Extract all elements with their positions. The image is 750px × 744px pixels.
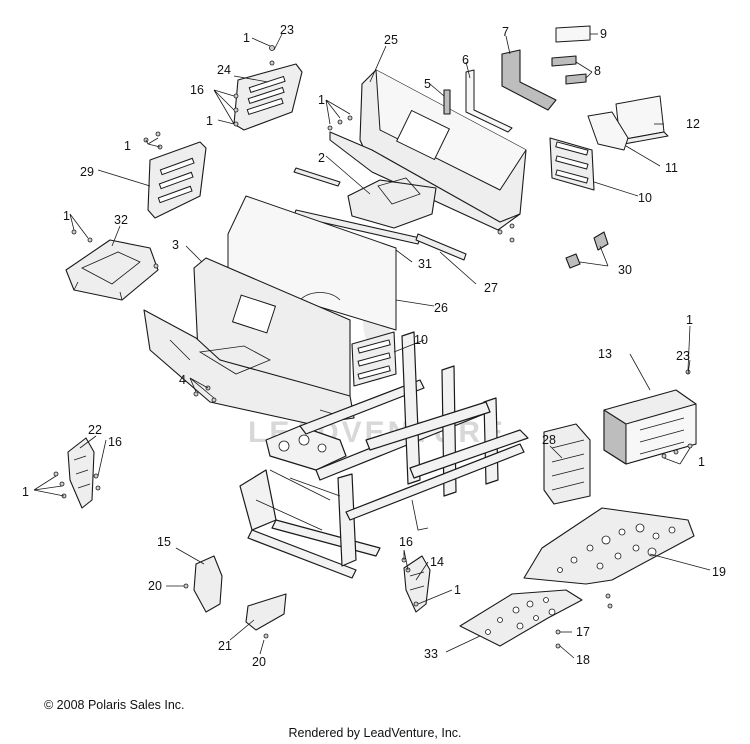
- callout-7: 7: [502, 25, 509, 39]
- callout-15: 15: [157, 535, 171, 549]
- screws-part-25: [327, 115, 515, 243]
- callout-1-g: 1: [22, 485, 29, 499]
- skid-plate-19-holes: [557, 523, 676, 573]
- part-2-floor-pan[interactable]: [347, 177, 437, 229]
- callout-27: 27: [484, 281, 498, 295]
- callout-1-c: 1: [124, 139, 131, 153]
- part-9-pad[interactable]: [555, 25, 591, 43]
- callout-23-b: 23: [676, 349, 690, 363]
- callout-16-c: 16: [399, 535, 413, 549]
- callout-1-b: 1: [206, 114, 213, 128]
- screws-part-17-18: [555, 593, 613, 649]
- part-10-panel-middle[interactable]: [351, 331, 397, 387]
- callout-20-a: 20: [148, 579, 162, 593]
- callout-30: 30: [618, 263, 632, 277]
- part-14-brace[interactable]: [403, 555, 431, 613]
- callout-33: 33: [424, 647, 438, 661]
- rendered-by-credit: Rendered by LeadVenture, Inc.: [288, 726, 462, 740]
- part-13-storage-box[interactable]: [603, 389, 697, 465]
- callout-16-a: 16: [190, 83, 204, 97]
- callout-10-b: 10: [414, 333, 428, 347]
- callout-28: 28: [542, 433, 556, 447]
- part-30-fittings[interactable]: [565, 231, 609, 269]
- callout-1-f: 1: [686, 313, 693, 327]
- callout-12: 12: [686, 117, 700, 131]
- callout-4: 4: [179, 373, 186, 387]
- screws-part-29: [143, 131, 163, 150]
- callout-19: 19: [712, 565, 726, 579]
- copyright-notice: © 2008 Polaris Sales Inc.: [44, 698, 185, 712]
- screws-part-24: [233, 45, 275, 127]
- callout-25: 25: [384, 33, 398, 47]
- part-12-foam-block[interactable]: [615, 95, 669, 145]
- callout-1-i: 1: [454, 583, 461, 597]
- part-33-skid-plate[interactable]: [459, 589, 583, 647]
- part-25-rear-bulkhead[interactable]: [329, 69, 527, 231]
- chassis-frame[interactable]: [239, 331, 529, 579]
- callout-10-a: 10: [638, 191, 652, 205]
- callout-18: 18: [576, 653, 590, 667]
- part-29-panel[interactable]: [147, 141, 207, 219]
- callout-29: 29: [80, 165, 94, 179]
- callout-26: 26: [434, 301, 448, 315]
- screws-part-20: [183, 583, 269, 639]
- callout-23-a: 23: [280, 23, 294, 37]
- callout-5: 5: [424, 77, 431, 91]
- callout-9: 9: [600, 27, 607, 41]
- callout-11: 11: [665, 161, 678, 175]
- part-24-panel[interactable]: [233, 63, 303, 131]
- callout-1-h: 1: [698, 455, 705, 469]
- callout-21: 21: [218, 639, 232, 653]
- part-15-bracket[interactable]: [193, 555, 223, 613]
- callout-labels: 1 23 24 16 1 25 7 9 8 5 6 12 11 10 1 29 …: [22, 23, 726, 669]
- callout-16-b: 16: [108, 435, 122, 449]
- part-6-insulation[interactable]: [465, 69, 513, 133]
- callout-1-e: 1: [63, 209, 70, 223]
- part-5-strip[interactable]: [443, 89, 451, 115]
- callout-8: 8: [594, 64, 601, 78]
- callout-1-d: 1: [318, 93, 325, 107]
- callout-13: 13: [598, 347, 612, 361]
- callout-17: 17: [576, 625, 590, 639]
- skid-plate-33-holes: [485, 597, 556, 635]
- callout-20-b: 20: [252, 655, 266, 669]
- part-8-pads[interactable]: [551, 55, 587, 85]
- callout-24: 24: [217, 63, 231, 77]
- part-7-insulation[interactable]: [501, 49, 557, 111]
- callout-31: 31: [418, 257, 432, 271]
- callout-32: 32: [114, 213, 128, 227]
- callout-22: 22: [88, 423, 102, 437]
- leader-lines: [33, 33, 711, 659]
- part-26-rail-upper[interactable]: [293, 167, 341, 187]
- callout-3: 3: [172, 238, 179, 252]
- part-11-foam-sheet[interactable]: [587, 111, 629, 151]
- part-21-bracket[interactable]: [245, 593, 287, 631]
- part-28-panel[interactable]: [543, 423, 591, 505]
- part-22-brace[interactable]: [67, 437, 95, 509]
- callout-1-a: 1: [243, 31, 250, 45]
- callout-14: 14: [430, 555, 444, 569]
- callout-2: 2: [318, 151, 325, 165]
- callout-6: 6: [462, 53, 469, 67]
- part-32-floor-pan[interactable]: [65, 239, 159, 301]
- part-27-rail[interactable]: [415, 233, 467, 261]
- part-19-skid-plate[interactable]: [523, 507, 695, 585]
- part-10-panel-upper[interactable]: [549, 137, 595, 191]
